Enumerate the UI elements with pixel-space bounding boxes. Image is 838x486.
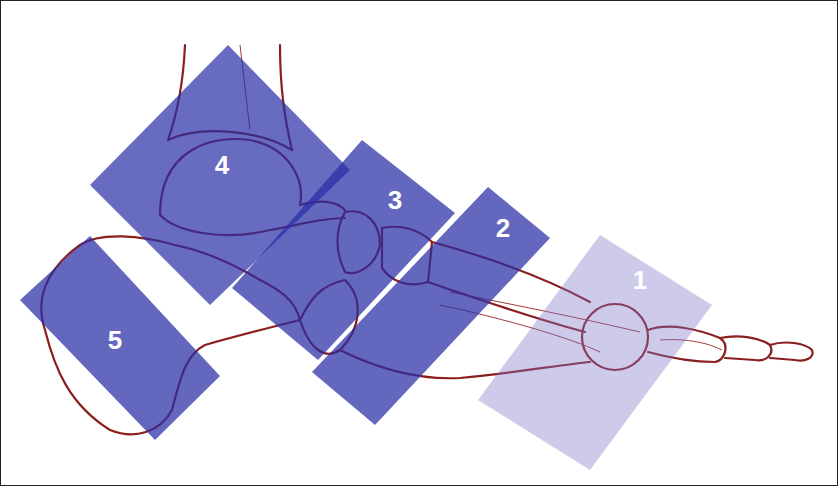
callout-number: 5	[108, 327, 122, 353]
callout-number: 4	[215, 152, 229, 178]
callout-number: 3	[388, 187, 402, 213]
region-box: 5	[20, 236, 220, 440]
region-fill	[20, 236, 220, 440]
phalanx	[720, 336, 771, 360]
region-box: 4	[90, 45, 350, 305]
callout-number: 1	[633, 267, 647, 293]
callout-number: 2	[496, 215, 510, 241]
phalanx	[770, 343, 813, 361]
region-fill	[90, 45, 350, 305]
